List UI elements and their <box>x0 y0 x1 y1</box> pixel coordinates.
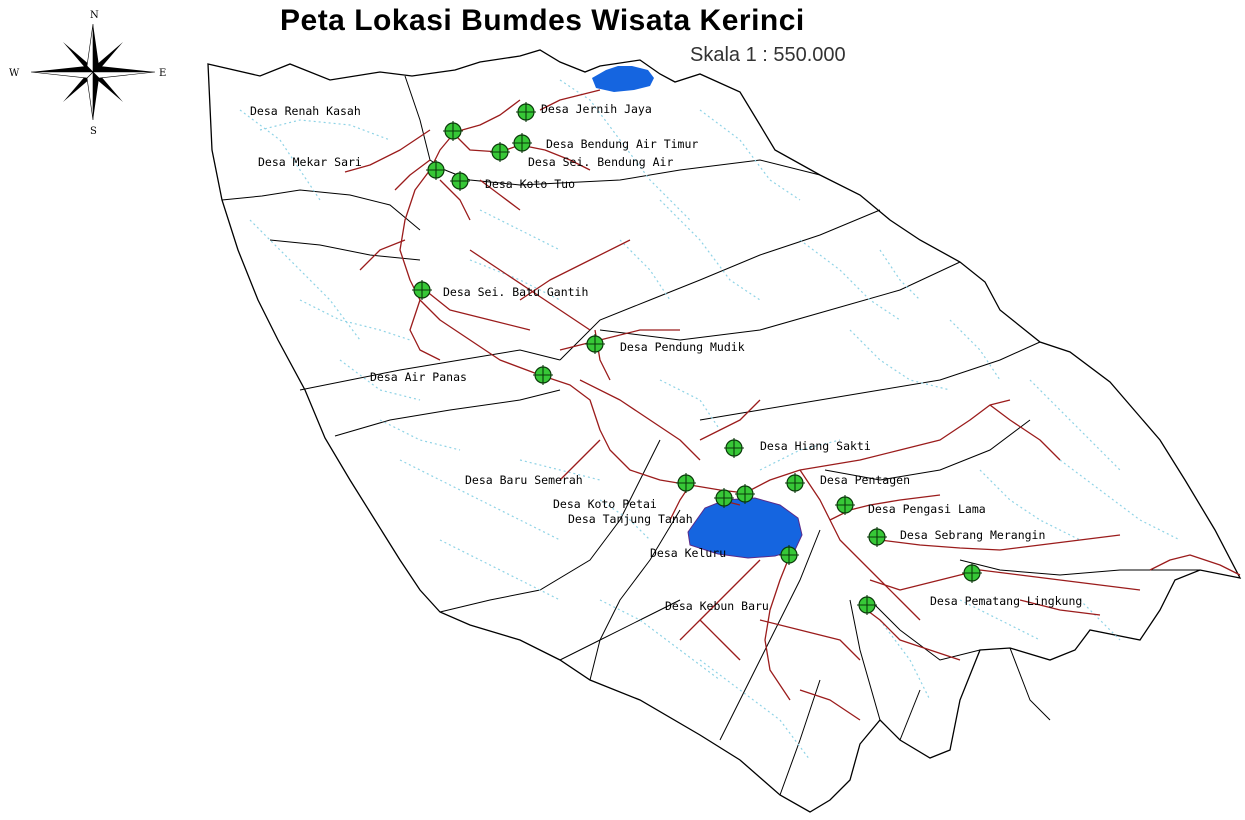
compass-north-label: N <box>90 10 99 21</box>
location-label: Desa Pengasi Lama <box>868 502 986 516</box>
location-label: Desa Mekar Sari <box>258 155 362 169</box>
location-marker[interactable]: Desa Sei. Batu Gantih <box>412 280 588 300</box>
location-label: Desa Keluru <box>650 546 726 560</box>
location-label: Desa Sei. Bendung Air <box>528 155 673 169</box>
location-label: Desa Bendung Air Timur <box>546 137 698 151</box>
location-marker[interactable]: Desa Hiang Sakti <box>724 438 871 458</box>
location-label: Desa Pentagen <box>820 473 910 487</box>
rivers <box>239 79 1181 761</box>
location-marker[interactable]: Desa Sei. Bendung Air <box>490 142 673 169</box>
location-marker[interactable]: Desa Koto Tuo <box>450 171 575 191</box>
location-label: Desa Renah Kasah <box>250 104 361 118</box>
location-label: Desa Jernih Jaya <box>541 102 652 116</box>
compass-south-label: S <box>90 126 97 137</box>
location-marker[interactable]: Desa Pematang Lingkung <box>930 563 1082 608</box>
lake-north <box>592 66 654 92</box>
location-label: Desa Pematang Lingkung <box>930 594 1082 608</box>
location-marker[interactable]: Desa Pengasi Lama <box>835 495 986 516</box>
location-label: Desa Kebun Baru <box>665 599 769 613</box>
location-marker[interactable]: Desa Sebrang Merangin <box>867 527 1045 547</box>
map-scale-text: Skala 1 : 550.000 <box>690 44 846 66</box>
location-label: Desa Sebrang Merangin <box>900 528 1045 542</box>
district-boundaries <box>221 75 1200 796</box>
location-marker[interactable]: Desa Renah Kasah <box>250 104 463 141</box>
location-label: Desa Air Panas <box>370 370 467 384</box>
location-marker[interactable]: Desa Jernih Jaya <box>516 102 652 122</box>
location-marker[interactable]: Desa Baru Semerah <box>465 473 696 493</box>
location-label: Desa Koto Tuo <box>485 177 575 191</box>
location-marker[interactable]: Desa Tanjung Tanah <box>568 484 755 526</box>
location-marker[interactable]: Desa Mekar Sari <box>258 155 446 180</box>
location-marker[interactable]: Desa Koto Petai <box>553 488 734 511</box>
roads <box>344 89 1241 721</box>
location-marker[interactable]: Desa Keluru <box>650 545 799 565</box>
location-marker[interactable]: Desa Bendung Air Timur <box>512 133 698 153</box>
location-marker[interactable]: Desa Pendung Mudik <box>585 334 745 354</box>
location-label: Desa Hiang Sakti <box>760 439 871 453</box>
location-label: Desa Baru Semerah <box>465 473 583 487</box>
location-marker[interactable]: Desa Kebun Baru <box>665 595 877 615</box>
compass-west-label: W <box>9 68 20 79</box>
compass-rose-icon: N S W E <box>9 10 166 137</box>
map-title: Peta Lokasi Bumdes Wisata Kerinci <box>280 4 805 37</box>
location-label: Desa Koto Petai <box>553 497 657 511</box>
location-marker[interactable]: Desa Pentagen <box>785 473 910 493</box>
location-marker[interactable]: Desa Air Panas <box>370 365 553 385</box>
location-label: Desa Tanjung Tanah <box>568 512 693 526</box>
compass-east-label: E <box>159 68 166 79</box>
location-label: Desa Sei. Batu Gantih <box>443 285 588 299</box>
location-label: Desa Pendung Mudik <box>620 340 745 354</box>
